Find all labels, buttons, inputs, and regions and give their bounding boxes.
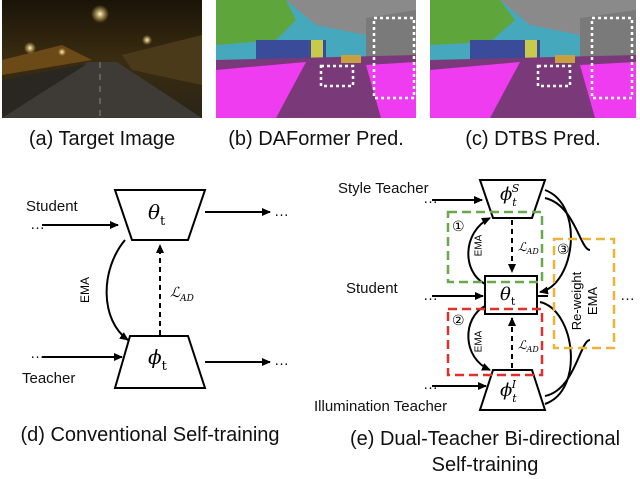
red-dashed-box: [446, 307, 544, 377]
reweight-label-line2: EMA: [585, 286, 600, 316]
output-ellipsis-right: …: [620, 287, 635, 304]
loss-label-left: ℒAD: [170, 285, 194, 304]
illumination-teacher-label: Illumination Teacher: [314, 398, 448, 415]
daformer-prediction-image: [216, 0, 416, 118]
style-param-phi-s: ϕtS: [500, 182, 520, 209]
teacher-param-phi: ϕt: [148, 345, 167, 374]
student-param-theta-right: θt: [500, 284, 516, 308]
student-input-ellipsis: …: [30, 216, 45, 233]
caption-dtbs-pred: (c) DTBS Pred.: [465, 128, 601, 150]
ema-label-right-bottom: EMA: [473, 330, 485, 353]
illum-param-phi-i: ϕtI: [500, 378, 517, 405]
illum-input-ellipsis: …: [423, 376, 438, 393]
teacher-label: Teacher: [22, 370, 76, 387]
ema-label-left: EMA: [78, 276, 93, 304]
orange-dashed-box: [552, 237, 616, 350]
style-input-ellipsis: …: [423, 190, 438, 207]
student-network-shape: [113, 189, 207, 241]
style-teacher-label: Style Teacher: [338, 180, 429, 197]
teacher-input-ellipsis: …: [30, 345, 45, 362]
badge-2: ②: [452, 312, 465, 328]
caption-conventional-self-training: (d) Conventional Self-training: [20, 424, 280, 446]
badge-3: ③: [557, 241, 570, 257]
reweight-label-line1: Re-weight: [569, 271, 584, 331]
loss-label-right-bottom: ℒAD: [518, 338, 539, 354]
caption-target-image: (a) Target Image: [28, 128, 176, 150]
student-label: Student: [26, 198, 78, 215]
caption-daformer-pred: (b) DAFormer Pred.: [228, 128, 404, 150]
target-image: [2, 0, 202, 118]
style-teacher-shape: [478, 179, 547, 219]
student-input-ellipsis-right: …: [423, 287, 438, 304]
caption-dual-teacher-line1: (e) Dual-Teacher Bi-directional: [349, 428, 621, 450]
teacher-network-shape: [113, 335, 207, 389]
ema-label-right-top: EMA: [473, 234, 485, 257]
green-dashed-box: [446, 210, 544, 284]
student-output-ellipsis: …: [274, 203, 289, 220]
student-param-theta: θt: [148, 200, 166, 229]
illumination-teacher-shape: [478, 369, 547, 411]
caption-dual-teacher-line2: Self-training: [431, 454, 539, 476]
loss-label-right-top: ℒAD: [518, 240, 539, 256]
reweight-ema-label: Re-weight EMA: [569, 256, 601, 346]
teacher-output-ellipsis: …: [274, 352, 289, 369]
student-label-right: Student: [346, 280, 398, 297]
badge-1: ①: [452, 218, 465, 234]
dtbs-prediction-image: [430, 0, 636, 118]
